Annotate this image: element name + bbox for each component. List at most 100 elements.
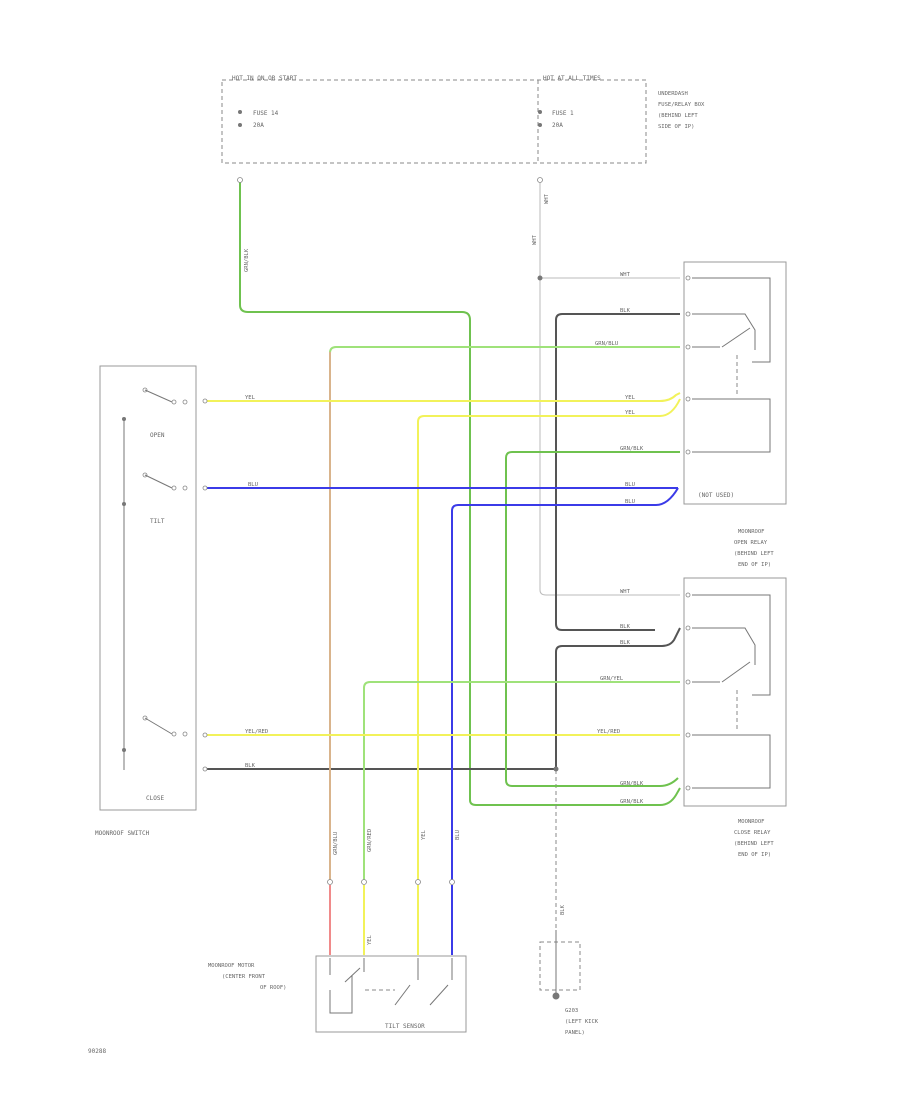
label-blk-ground: BLK — [560, 904, 566, 915]
relay1-name-2: OPEN RELAY — [734, 540, 768, 546]
ground-name-3: PANEL) — [565, 1030, 585, 1036]
ground-connector-outline — [539, 941, 581, 991]
label-wht-top-2: WHT — [532, 234, 538, 245]
label-grn-blk-relay2b: GRN/BLK — [620, 799, 644, 805]
relay1-pin-1 — [685, 275, 691, 281]
fuse1-name: FUSE 1 — [552, 110, 574, 117]
close-relay: MOONROOF CLOSE RELAY (BEHIND LEFT END OF… — [683, 577, 787, 858]
wire-grn-blk-main — [239, 180, 681, 806]
tilt-sensor-label: TILT SENSOR — [385, 1023, 425, 1030]
label-yel-switch: YEL — [245, 395, 256, 401]
wire-wht-main — [539, 180, 680, 596]
fuse-location-line3: (BEHIND LEFT — [658, 113, 698, 119]
open-junction — [122, 417, 126, 421]
relay1-pin-5 — [685, 449, 691, 455]
fuse14-terminal-bottom — [238, 123, 242, 127]
relay1-pin-4 — [685, 396, 691, 402]
close-blade — [144, 717, 173, 735]
label-yel-relay1a: YEL — [625, 395, 636, 401]
label-wht-relay1: WHT — [620, 272, 631, 278]
motor-switch-3 — [429, 984, 449, 1006]
label-blu-relay1b: BLU — [625, 499, 635, 505]
open-contact-b — [171, 399, 177, 405]
fuse14-connector — [237, 177, 243, 183]
wire-blk-relay2 — [555, 627, 681, 770]
switch-term-blk — [202, 766, 208, 772]
switch-name: MOONROOF SWITCH — [95, 830, 150, 837]
label-grn-red-motor: GRN/RED — [367, 829, 373, 852]
label-yel-motor-2: YEL — [367, 934, 373, 945]
tilt-contact-b — [171, 485, 177, 491]
motor-connector-1 — [327, 879, 333, 885]
label-blk-relay2b: BLK — [620, 640, 631, 646]
relay1-trace-a — [692, 277, 771, 363]
wire-grn-blk-relay — [505, 451, 680, 787]
moonroof-motor: MOONROOF MOTOR (CENTER FRONT OF ROOF) TI… — [208, 955, 467, 1033]
motor-outline — [315, 955, 467, 1033]
label-yel-red-relay: YEL/RED — [597, 729, 620, 735]
label-blu-switch: BLU — [248, 482, 258, 488]
motor-name-3: OF ROOF) — [260, 985, 287, 991]
motor-switch-2 — [394, 984, 411, 1006]
fuse1-rating: 20A — [552, 122, 563, 129]
relay2-name-2: CLOSE RELAY — [734, 830, 771, 836]
label-blk-relay1: BLK — [620, 308, 631, 314]
fuse-location-line1: UNDERDASH — [658, 91, 688, 97]
blk-splice — [553, 766, 559, 772]
relay2-name-3: (BEHIND LEFT — [734, 841, 774, 847]
label-grn-blu-motor: GRN/BLU — [333, 832, 339, 855]
wht-splice — [537, 275, 543, 281]
label-blu-bottom: BLU — [455, 830, 461, 840]
open-contact-c — [182, 399, 188, 405]
relay2-blade — [721, 661, 751, 683]
ground-g203: G203 (LEFT KICK PANEL) — [539, 930, 599, 1036]
motor-name-2: (CENTER FRONT — [222, 974, 266, 980]
ground-name-1: G203 — [565, 1008, 578, 1014]
fuse-left-header: HOT IN ON OR START — [232, 75, 297, 82]
relay2-name-4: END OF IP) — [738, 852, 771, 858]
wire-blk-relay1 — [555, 313, 680, 631]
motor-connector-3 — [415, 879, 421, 885]
tilt-blade — [144, 474, 173, 489]
fuse-location-line4: SIDE OF IP) — [658, 124, 694, 130]
relay1-blade — [721, 327, 751, 348]
relay2-pin-2 — [685, 625, 691, 631]
ground-symbol — [552, 992, 560, 1000]
relay1-pin-2 — [685, 311, 691, 317]
label-grn-yel-relay: GRN/YEL — [600, 676, 624, 682]
fuse14-rating: 20A — [253, 122, 264, 129]
relay2-pin-4 — [685, 732, 691, 738]
relay2-trace-b — [692, 627, 756, 665]
label-yel-relay1b: YEL — [625, 410, 636, 416]
switch-term-yel — [202, 398, 208, 404]
relay2-pin-1 — [685, 592, 691, 598]
relay1-name-3: (BEHIND LEFT — [734, 551, 774, 557]
relay1-outline — [683, 261, 787, 505]
wire-yel-open — [205, 392, 681, 402]
label-wht-relay2: WHT — [620, 589, 631, 595]
switch-close-label: CLOSE — [146, 795, 164, 802]
motor-connector-2 — [361, 879, 367, 885]
switch-term-blu — [202, 485, 208, 491]
label-yel-bottom: YEL — [421, 829, 427, 840]
switch-tilt-label: TILT — [150, 518, 165, 525]
relay2-trace-a — [692, 594, 771, 696]
relay1-name-1: MOONROOF — [738, 529, 765, 535]
label-blk-relay2a: BLK — [620, 624, 631, 630]
relay1-trace-b — [692, 313, 756, 350]
wire-grn-yel — [363, 681, 680, 880]
switch-term-yelred — [202, 732, 208, 738]
fuse1-terminal-bottom — [538, 123, 542, 127]
wire-blu-motor — [451, 487, 679, 880]
motor-name-1: MOONROOF MOTOR — [208, 963, 255, 969]
fuse14-name: FUSE 14 — [253, 110, 279, 117]
motor-trace-a — [329, 958, 353, 1014]
tilt-contact-c — [182, 485, 188, 491]
close-contact-b — [171, 731, 177, 737]
figure-id: 90288 — [88, 1048, 106, 1055]
open-relay: (NOT USED) MOONROOF OPEN RELAY (BEHIND L… — [683, 261, 787, 568]
fuse-block-outline — [221, 79, 647, 164]
fuse1-connector — [537, 177, 543, 183]
